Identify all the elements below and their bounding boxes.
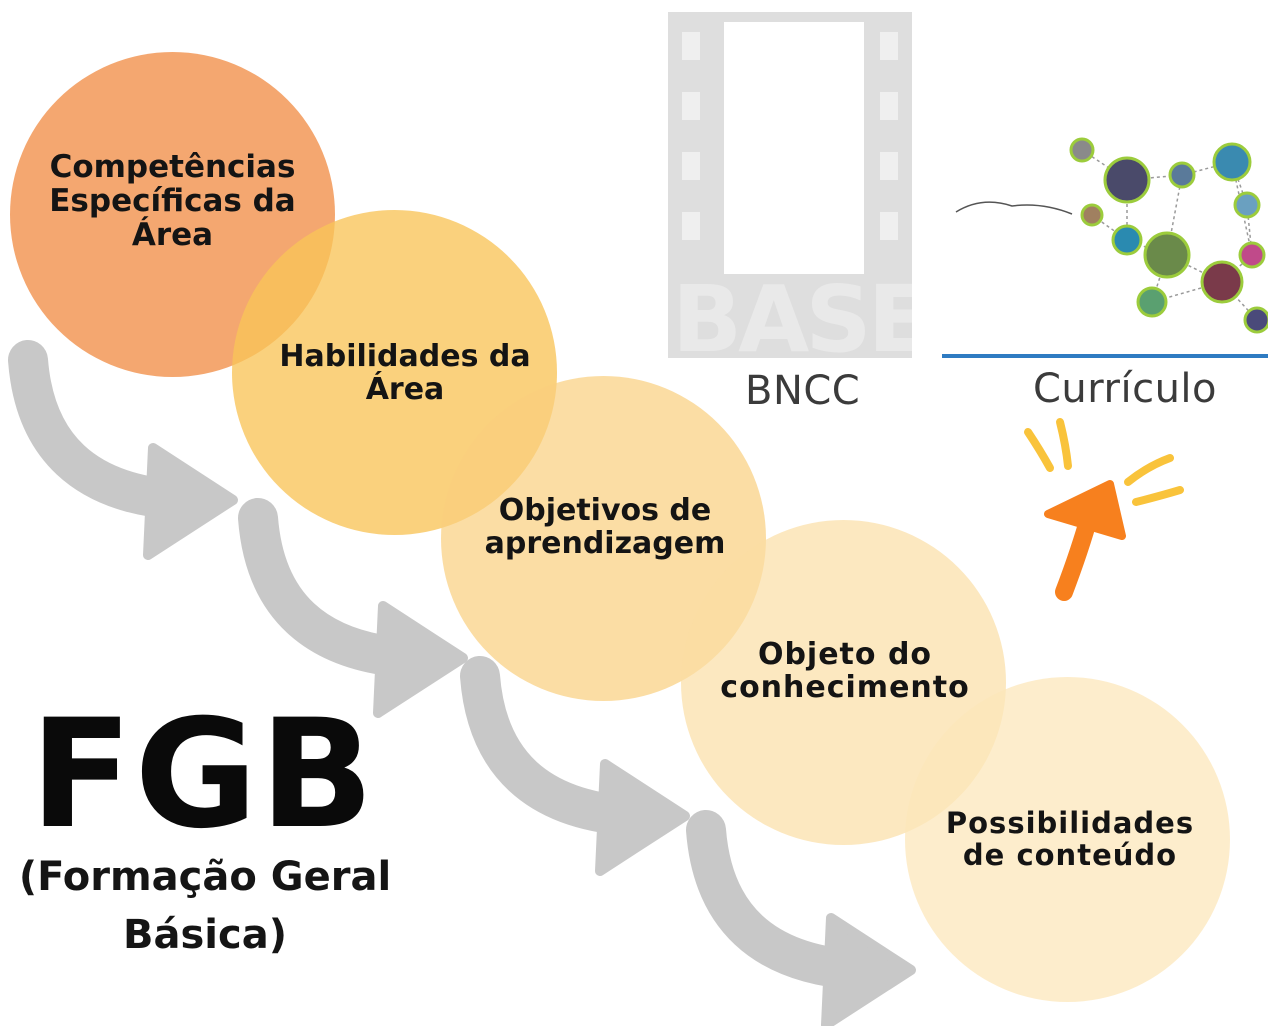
spark-4 bbox=[1132, 486, 1184, 506]
step-1-line-2: Específicas da bbox=[49, 183, 296, 220]
fgb-acronym: FGB bbox=[30, 688, 376, 862]
curved-arrow-icon bbox=[8, 340, 238, 560]
step-label-competencias: Competências Específicas da Área bbox=[25, 150, 320, 252]
bncc-film-strip-icon bbox=[682, 32, 898, 240]
bncc-watermark: BASE bbox=[672, 266, 912, 359]
step-label-objeto: Objeto do conhecimento bbox=[695, 638, 995, 704]
curved-arrow-icon bbox=[238, 498, 468, 718]
fgb-subtitle-line-2: Básica) bbox=[123, 912, 287, 958]
arrow-head bbox=[1044, 480, 1126, 540]
curved-arrow-icon bbox=[686, 810, 916, 1026]
step-2-line-1: Habilidades da bbox=[279, 339, 531, 374]
step-4-line-1: Objeto do bbox=[757, 637, 933, 672]
spark-1 bbox=[1024, 428, 1054, 472]
step-5-line-2: de conteúdo bbox=[962, 837, 1178, 872]
step-1-line-1: Competências bbox=[49, 149, 296, 185]
bncc-caption: BNCC bbox=[745, 368, 861, 414]
curved-arrow-icon bbox=[460, 656, 690, 876]
fgb-subtitle-line-1: (Formação Geral bbox=[18, 854, 392, 900]
step-circle-possibilidades bbox=[905, 677, 1230, 1002]
step-3-line-1: Objetivos de bbox=[498, 493, 712, 528]
step-label-possibilidades: Possibilidades de conteúdo bbox=[925, 806, 1215, 872]
step-label-habilidades: Habilidades da Área bbox=[250, 340, 560, 406]
step-label-objetivos: Objetivos de aprendizagem bbox=[455, 494, 755, 560]
fgb-subtitle: (Formação Geral Básica) bbox=[10, 848, 400, 964]
step-1-line-3: Área bbox=[131, 217, 214, 254]
orange-pointer-arrow-icon bbox=[1024, 418, 1184, 601]
step-5-line-1: Possibilidades bbox=[945, 806, 1195, 840]
step-3-line-2: aprendizagem bbox=[484, 526, 726, 561]
network-diagram-icon bbox=[942, 137, 1268, 358]
bncc-image: BASE bbox=[668, 12, 912, 358]
bncc-white-panel bbox=[724, 22, 864, 274]
step-4-line-2: conhecimento bbox=[720, 670, 970, 705]
step-2-line-2: Área bbox=[365, 372, 445, 407]
curriculo-caption: Currículo bbox=[1033, 366, 1218, 412]
curriculo-image bbox=[942, 130, 1268, 358]
spark-3 bbox=[1124, 454, 1174, 486]
spark-2 bbox=[1056, 418, 1072, 470]
